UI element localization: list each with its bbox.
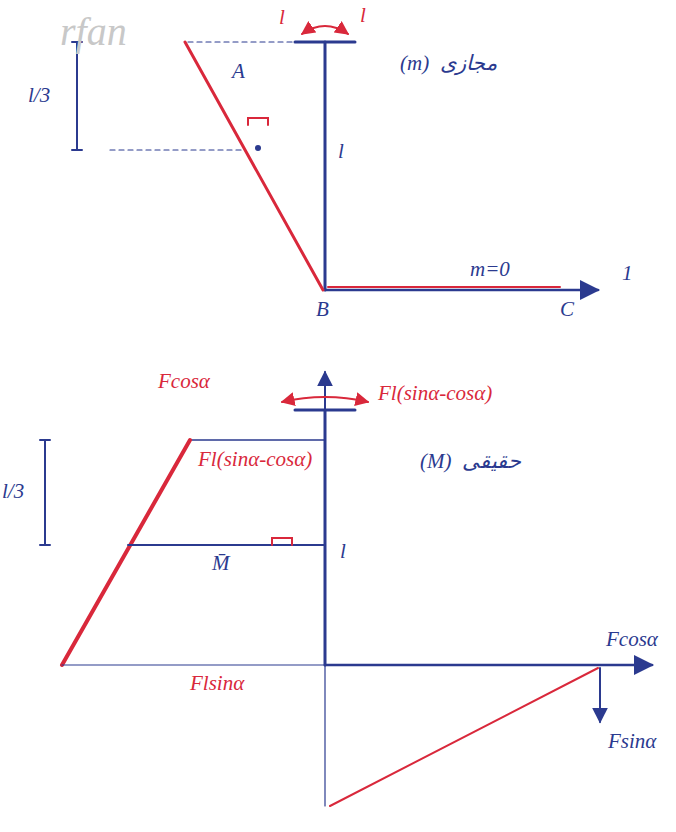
- length-label: l/3: [2, 480, 24, 503]
- length-label: l: [338, 140, 344, 163]
- diagram-title: مجازی: [440, 52, 497, 75]
- force-label: Fcosα: [158, 370, 210, 393]
- diagram-title: (M): [420, 450, 451, 473]
- diagram-title: (m): [400, 52, 429, 75]
- diagram-title: حقیقی: [462, 450, 521, 473]
- moment-value: Fl(sinα-cosα): [378, 382, 492, 405]
- length-label: l: [340, 540, 346, 563]
- moment-value: Flsinα: [190, 672, 244, 695]
- point-label: B: [316, 298, 329, 321]
- moment-value: m=0: [470, 258, 510, 281]
- load-value: 1: [622, 262, 633, 285]
- moment-label: M̄: [212, 552, 230, 575]
- force-label: Fcosα: [606, 628, 658, 651]
- length-label: l: [279, 6, 285, 29]
- length-label: l: [360, 4, 366, 27]
- point-label: C: [560, 298, 574, 321]
- force-label: Fsinα: [608, 730, 656, 753]
- point-label: A: [232, 60, 245, 83]
- moment-value: Fl(sinα-cosα): [198, 448, 312, 471]
- watermark: rfan: [60, 10, 127, 54]
- length-label: l/3: [28, 84, 50, 107]
